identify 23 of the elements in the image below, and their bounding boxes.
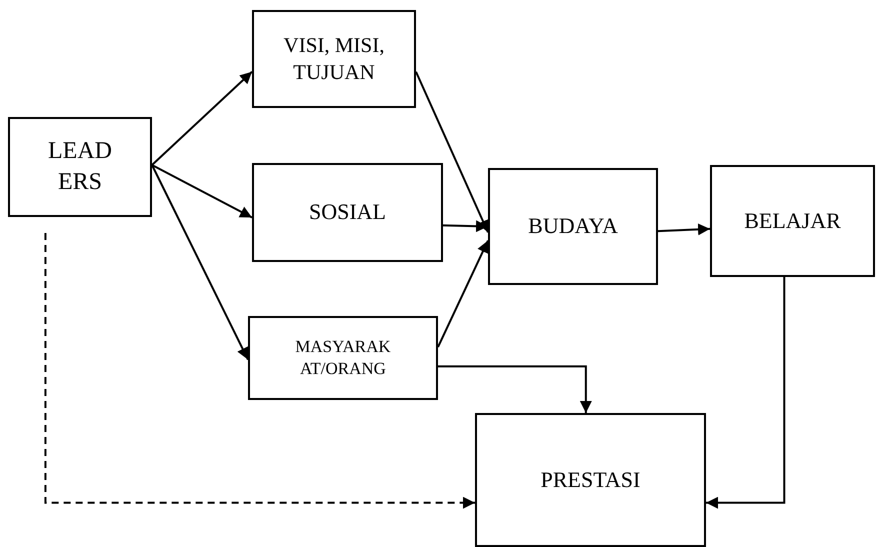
arrow [438,365,592,413]
arrow [415,71,489,233]
box-label: VISI, MISI, TUJUAN [282,32,386,86]
process-box [252,10,416,108]
arrow [706,277,786,509]
arrow [152,164,252,218]
process-box [252,163,443,262]
arrow [44,233,475,509]
process-box [248,316,438,400]
box-label: LEAD ERS [47,136,113,197]
arrow [437,240,489,348]
box-label: MASYARAK AT/ORANG [294,336,392,380]
arrow [151,164,249,360]
process-box [710,165,875,277]
box-label: SOSIAL [308,198,386,226]
process-box [488,168,658,285]
process-box [475,413,706,547]
box-label: BUDAYA [528,212,618,240]
arrow [151,71,253,166]
box-label: PRESTASI [540,466,640,494]
box-label: BELAJAR [744,206,841,235]
arrow [658,223,710,236]
process-box [8,117,152,217]
